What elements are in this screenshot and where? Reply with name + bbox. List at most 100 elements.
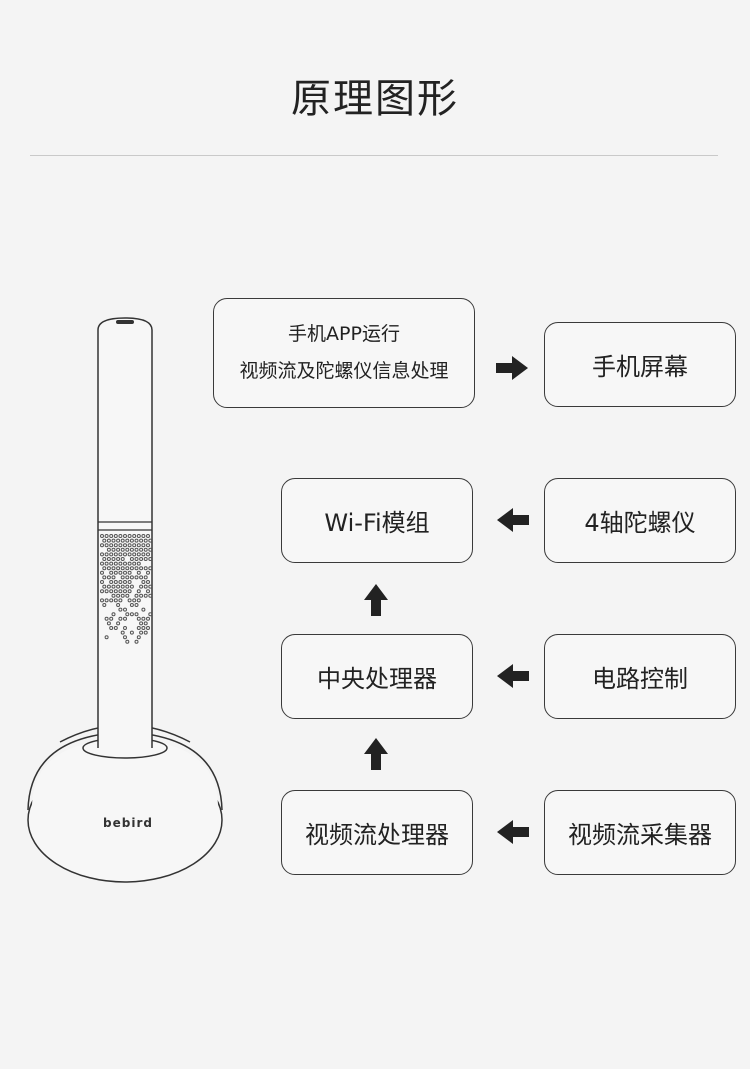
speaker-dot: [104, 616, 109, 621]
speaker-dot: [100, 534, 104, 538]
speaker-dot: [123, 543, 127, 548]
speaker-dot: [118, 616, 123, 621]
speaker-dot: [136, 589, 141, 594]
speaker-dot: [116, 557, 121, 561]
speaker-dot: [148, 584, 152, 589]
speaker-dot: [123, 616, 127, 621]
speaker-dot: [136, 570, 141, 575]
speaker-dot: [141, 534, 146, 538]
speaker-dot: [143, 557, 148, 561]
box-wifi-module: Wi-Fi模组: [281, 478, 473, 563]
speaker-dot: [132, 552, 137, 557]
box-gyroscope: 4轴陀螺仪: [544, 478, 736, 563]
speaker-dot: [143, 566, 148, 571]
speaker-dot: [148, 538, 152, 543]
speaker-dot: [125, 538, 130, 543]
speaker-dot: [136, 616, 141, 621]
speaker-dot: [139, 584, 144, 589]
speaker-dot: [139, 621, 144, 626]
speaker-dot: [118, 561, 123, 566]
speaker-dot: [120, 557, 125, 561]
box-phone-app-line2: 视频流及陀螺仪信息处理: [239, 360, 449, 382]
speaker-dot: [146, 589, 150, 594]
speaker-dot: [127, 552, 132, 557]
speaker-dot: [141, 626, 146, 630]
arrow-left-icon: [497, 820, 529, 844]
speaker-dot: [125, 639, 130, 644]
speaker-dot: [118, 580, 123, 584]
brand-logo: bebird: [103, 816, 153, 830]
speaker-dot: [116, 566, 121, 571]
speaker-dot: [123, 635, 127, 640]
speaker-dot: [125, 547, 130, 552]
speaker-dot: [127, 589, 132, 594]
speaker-dot: [106, 547, 111, 552]
speaker-dot: [106, 566, 111, 571]
speaker-dot: [146, 552, 150, 557]
speaker-dot: [109, 570, 114, 575]
speaker-dot: [127, 580, 132, 584]
speaker-dot: [146, 570, 150, 575]
speaker-dot: [116, 538, 121, 543]
speaker-dot: [148, 593, 152, 598]
speaker-dot: [109, 552, 114, 557]
speaker-dot: [104, 589, 109, 594]
speaker-dot: [100, 589, 104, 594]
speaker-dot: [129, 566, 134, 571]
speaker-dot: [136, 626, 141, 630]
speaker-dot: [148, 557, 152, 561]
speaker-dot: [146, 616, 150, 621]
speaker-dot: [129, 575, 134, 580]
speaker-dot: [120, 584, 125, 589]
box-phone-app-line1: 手机APP运行: [288, 323, 400, 345]
speaker-dot: [143, 575, 148, 580]
speaker-dot: [113, 580, 118, 584]
box-phone-screen: 手机屏幕: [544, 322, 736, 407]
speaker-dot: [136, 635, 141, 640]
speaker-dot: [106, 575, 111, 580]
speaker-dot: [109, 580, 114, 584]
speaker-dot: [104, 552, 109, 557]
speaker-dot: [148, 612, 152, 617]
speaker-dot: [116, 584, 121, 589]
speaker-dot: [123, 552, 127, 557]
speaker-dot: [111, 557, 116, 561]
speaker-dot: [104, 534, 109, 538]
speaker-dot: [134, 593, 139, 598]
arrow-up-icon: [364, 738, 388, 770]
speaker-dot: [109, 626, 114, 630]
speaker-dot: [139, 575, 144, 580]
speaker-dot: [129, 557, 134, 561]
speaker-dot: [139, 630, 144, 635]
box-phone-app: 手机APP运行 视频流及陀螺仪信息处理: [213, 298, 475, 408]
speaker-dot: [111, 593, 116, 598]
speaker-dot: [113, 589, 118, 594]
speaker-dot: [106, 621, 111, 626]
speaker-dot: [100, 598, 104, 603]
page-title: 原理图形: [291, 76, 459, 122]
speaker-dot: [111, 538, 116, 543]
speaker-dot: [148, 547, 152, 552]
speaker-dot: [120, 538, 125, 543]
speaker-dot: [146, 580, 150, 584]
speaker-dot: [143, 547, 148, 552]
speaker-dot: [123, 580, 127, 584]
box-cpu: 中央处理器: [281, 634, 473, 719]
speaker-dot: [148, 566, 152, 571]
speaker-dot: [134, 538, 139, 543]
speaker-dot: [139, 557, 144, 561]
speaker-dot: [118, 589, 123, 594]
speaker-dot: [102, 557, 107, 561]
speaker-dot: [125, 575, 130, 580]
speaker-dot: [143, 593, 148, 598]
speaker-dot: [123, 626, 127, 630]
speaker-dot: [146, 626, 150, 630]
speaker-dot: [118, 552, 123, 557]
speaker-dot: [127, 598, 132, 603]
arrow-left-icon: [497, 664, 529, 688]
speaker-dot: [139, 593, 144, 598]
speaker-dot: [143, 584, 148, 589]
speaker-dot: [104, 543, 109, 548]
speaker-dot: [146, 543, 150, 548]
speaker-dot: [136, 543, 141, 548]
